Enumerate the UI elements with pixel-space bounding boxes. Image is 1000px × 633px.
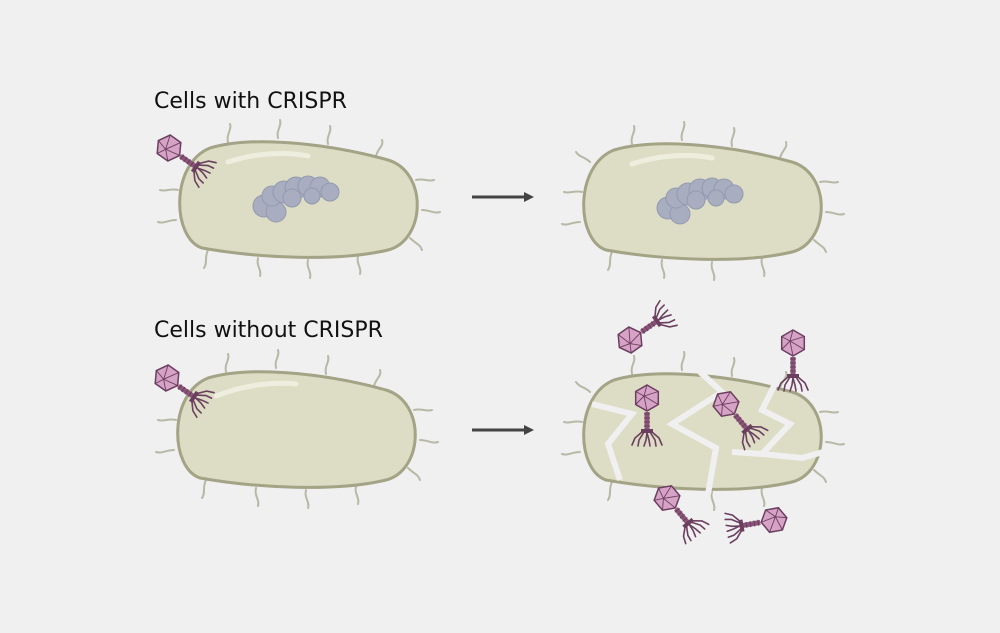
bacteriophage-icon [778,330,808,391]
cell-without-crispr-lysed [561,351,845,511]
bacteriophage-icon [724,503,789,543]
cell-without-crispr-before [155,349,439,509]
cell-cracks [591,369,831,495]
bacterium-icon [176,370,417,489]
cell-with-crispr-after [561,121,845,281]
label-with-crispr: Cells with CRISPR [154,89,347,114]
cell-with-crispr-before [157,119,441,279]
bacteriophage-icon [611,300,678,360]
label-without-crispr: Cells without CRISPR [154,318,383,343]
